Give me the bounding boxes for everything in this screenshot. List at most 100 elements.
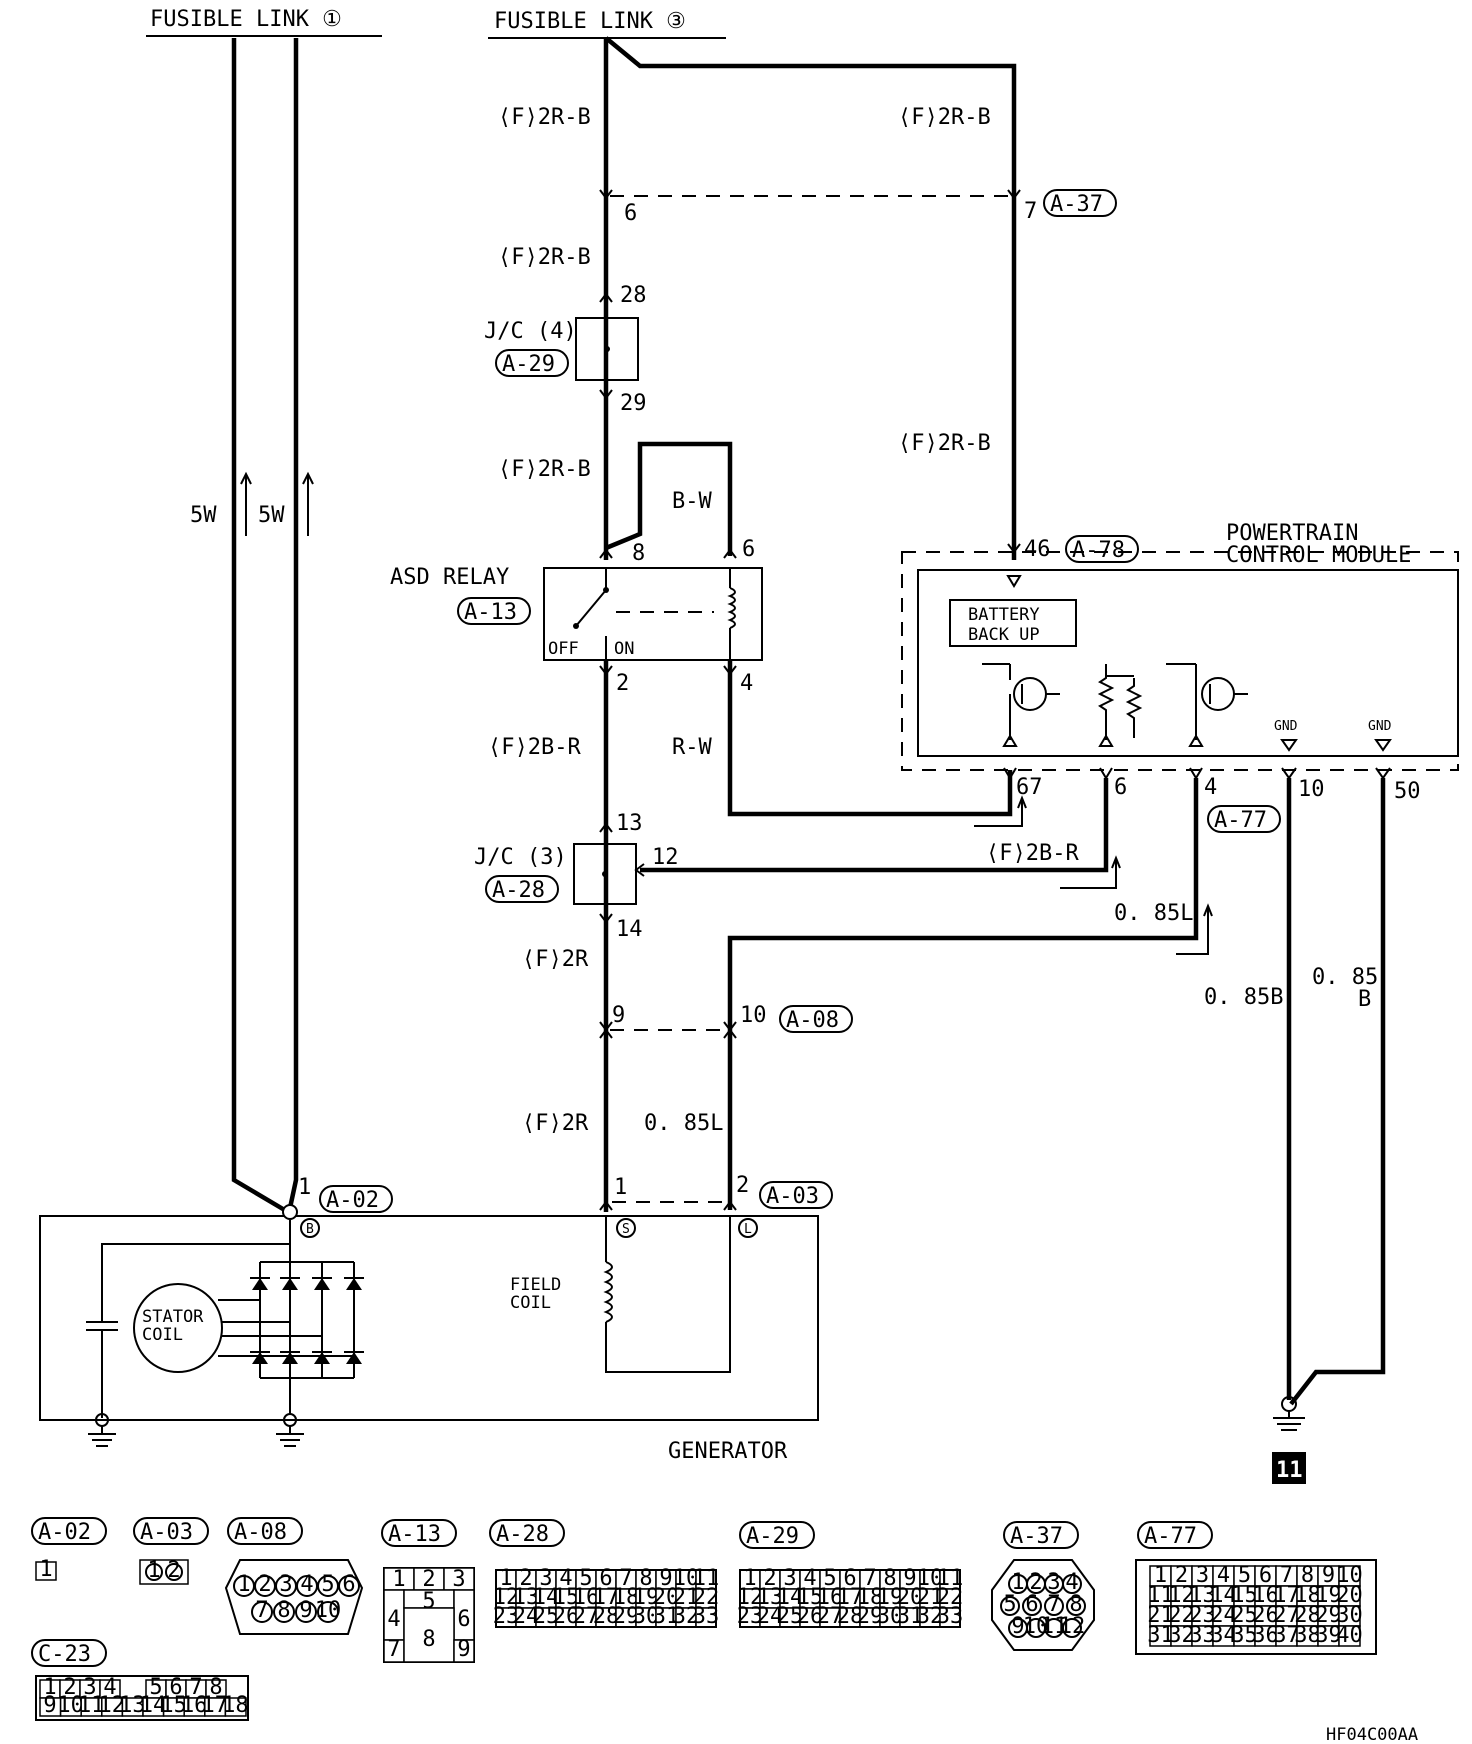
a37-pin-circle (1062, 1574, 1082, 1594)
a77-pin: 2 (1175, 1563, 1188, 1588)
a29-pin: 8 (883, 1566, 896, 1591)
a29-pin: 27 (817, 1604, 844, 1629)
a77-pin: 8 (1301, 1563, 1314, 1588)
jc4-label: J/C (4) (484, 319, 577, 344)
a77-pin: 33 (1189, 1623, 1216, 1648)
pin-10-a08: 10 (740, 1003, 767, 1028)
a37-pin-circle (1062, 1618, 1082, 1638)
wire-label-085l-1: 0. 85L (1114, 901, 1193, 926)
stator-coil (133, 1283, 223, 1373)
wire-label-f2br-1: ⟨F⟩2B-R (488, 735, 581, 760)
c23-pin: 16 (181, 1693, 208, 1718)
a28-pin: 21 (673, 1585, 700, 1610)
pcm-box (917, 569, 1459, 757)
a37-pin: 9 (1011, 1614, 1024, 1639)
a77-pin: 40 (1336, 1623, 1363, 1648)
pin-2: 2 (616, 671, 629, 696)
a28-pin: 4 (559, 1566, 572, 1591)
pin-4-pcm: 4 (1204, 775, 1217, 800)
connector-a37-label: A-37 (1050, 192, 1103, 217)
a28-face (495, 1569, 717, 1628)
a77-pin: 21 (1147, 1603, 1174, 1628)
c23-pin: 2 (63, 1675, 76, 1700)
legend-a29-label: A-29 (746, 1524, 799, 1549)
a29-pin: 9 (903, 1566, 916, 1591)
a13-pin: 9 (457, 1637, 470, 1662)
connector-a29-label: A-29 (502, 352, 555, 377)
fusible-link-1-label: FUSIBLE LINK ① (150, 7, 342, 32)
fusible-link-3-label: FUSIBLE LINK ③ (494, 9, 686, 34)
wire-f2br-pcm (640, 778, 1109, 873)
a13-pin: 3 (452, 1567, 465, 1592)
a29-pin: 14 (777, 1585, 804, 1610)
a37-pin: 3 (1047, 1570, 1060, 1595)
a77-pin: 15 (1231, 1583, 1258, 1608)
wire-label-f2rb-4: ⟨F⟩2R-B (898, 431, 991, 456)
connector-a02-label: A-02 (326, 1188, 379, 1213)
pin-6-relay: 6 (742, 537, 755, 562)
legend-a28-label: A-28 (496, 1522, 549, 1547)
a37-face (991, 1559, 1095, 1651)
wire-label-f2br-2: ⟨F⟩2B-R (986, 841, 1079, 866)
ground-point-11 (1272, 1452, 1306, 1484)
a13-pin: 7 (387, 1637, 400, 1662)
a77-pin: 29 (1315, 1603, 1342, 1628)
c23-cell (224, 1697, 247, 1717)
a13-pin: 2 (422, 1567, 435, 1592)
wire-label-5w-right: 5W (258, 503, 285, 528)
a37-pin: 6 (1025, 1592, 1038, 1617)
a08-pin-circle (295, 1601, 317, 1623)
connector-a03-label: A-03 (766, 1184, 819, 1209)
a28-pin: 23 (493, 1604, 520, 1629)
a28-pin: 15 (553, 1585, 580, 1610)
a37-pin: 8 (1069, 1592, 1082, 1617)
a77-pin: 38 (1294, 1623, 1321, 1648)
pin-10: 10 (1298, 777, 1325, 802)
a77-pin: 20 (1336, 1583, 1363, 1608)
pin-14: 14 (616, 917, 643, 942)
a37-pin: 2 (1029, 1570, 1042, 1595)
a28-pin: 22 (693, 1585, 720, 1610)
a29-pin: 22 (937, 1585, 964, 1610)
pcm-label-2: CONTROL MODULE (1226, 543, 1411, 568)
a03-pin-circle (165, 1563, 183, 1581)
legend-a77-label: A-77 (1144, 1524, 1197, 1549)
a08-face (224, 1559, 364, 1635)
a03-pin: 2 (167, 1558, 180, 1583)
a08-pin: 4 (300, 1572, 313, 1597)
a08-pin: 7 (255, 1598, 268, 1623)
a29-pin: 28 (837, 1604, 864, 1629)
legend-a02-label: A-02 (38, 1520, 91, 1545)
a77-pin: 18 (1294, 1583, 1321, 1608)
a03-pin: 1 (147, 1558, 160, 1583)
a13-cell (403, 1607, 455, 1663)
wire-label-bw: B-W (672, 489, 712, 514)
wire-label-085b-part1: 0. 85 (1312, 965, 1378, 990)
a28-pin: 2 (519, 1566, 532, 1591)
wire-085b-50 (1289, 778, 1386, 1406)
a37-pin-circle (1022, 1596, 1042, 1616)
a77-pin: 13 (1189, 1583, 1216, 1608)
c23-pin: 17 (202, 1693, 229, 1718)
a29-pin: 7 (863, 1566, 876, 1591)
connector-a78-label: A-78 (1072, 538, 1125, 563)
a37-pin: 12 (1059, 1614, 1086, 1639)
a77-pin: 11 (1147, 1583, 1174, 1608)
terminal-b: B (306, 1222, 314, 1237)
a77-pin: 17 (1273, 1583, 1300, 1608)
wire-label-f2rb-3: ⟨F⟩2R-B (498, 245, 591, 270)
a28-pin: 20 (653, 1585, 680, 1610)
a77-pin: 4 (1217, 1563, 1230, 1588)
a08-pin-circle (273, 1601, 295, 1623)
a29-pin: 4 (803, 1566, 816, 1591)
gnd-label-2: GND (1368, 719, 1392, 734)
pin-12: 12 (652, 845, 679, 870)
a08-pin: 8 (277, 1598, 290, 1623)
wire-label-085b-part2: B (1358, 987, 1371, 1012)
asd-relay-label: ASD RELAY (390, 565, 509, 590)
backup-label: BACK UP (968, 625, 1040, 645)
a77-pin: 25 (1231, 1603, 1258, 1628)
a77-pin: 22 (1168, 1603, 1195, 1628)
a29-pin: 15 (797, 1585, 824, 1610)
a29-pin: 13 (757, 1585, 784, 1610)
